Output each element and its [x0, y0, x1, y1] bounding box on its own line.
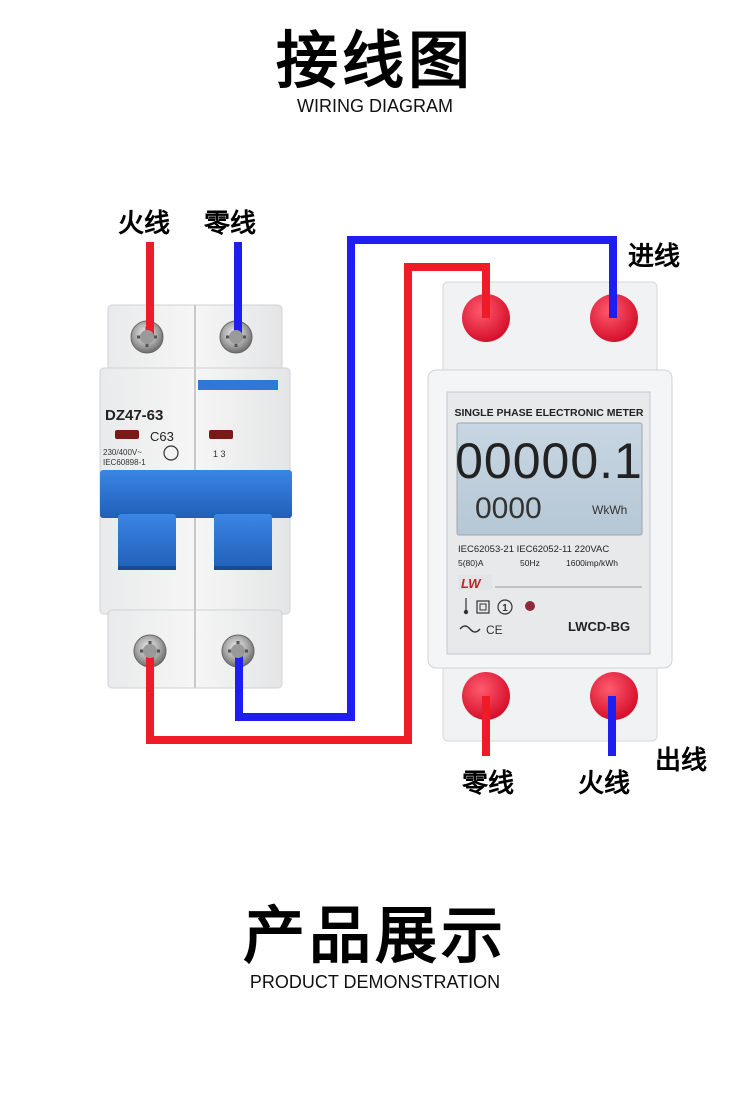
section-title: 产品展示 — [242, 899, 507, 972]
breaker-model: DZ47-63 — [105, 407, 163, 424]
meter-symbols: 1 CE — [459, 598, 535, 637]
breaker-pole-mark: 1 3 — [213, 449, 226, 459]
meter-input-label: 进线 — [628, 242, 681, 272]
energy-meter: SINGLE PHASE ELECTRONIC METER 00000.1 00… — [427, 281, 673, 742]
page-subtitle: WIRING DIAGRAM — [297, 96, 453, 116]
breaker-live-label: 火线 — [118, 209, 171, 239]
breaker-handle-right — [214, 514, 272, 570]
brand-logo-text: LW — [461, 576, 482, 591]
ce-mark: CE — [486, 623, 503, 637]
meter-spec-current: 5(80)A — [458, 558, 484, 568]
meter-spec-imp: 1600imp/kWh — [566, 558, 618, 568]
breaker-indicator-left — [115, 430, 139, 439]
meter-lcd — [456, 422, 643, 536]
ccc-icon — [163, 445, 179, 461]
meter-reading-main: 00000.1 — [455, 433, 643, 489]
breaker-rating: C63 — [150, 429, 174, 444]
meter-spec-freq: 50Hz — [520, 558, 540, 568]
meter-output-label: 出线 — [655, 746, 708, 776]
meter-model: LWCD-BG — [568, 619, 630, 634]
meter-unit: WkWh — [592, 503, 627, 517]
double-insulation-icon — [476, 600, 490, 614]
live-wire — [146, 263, 490, 744]
breaker-voltage: 230/400V~ — [103, 448, 142, 457]
class-icon — [497, 599, 513, 615]
brand-logo — [458, 575, 492, 590]
pulse-led-icon — [525, 601, 535, 611]
meter-reading-sub: 0000 — [475, 492, 542, 525]
breaker-standard: IEC60898-1 — [103, 458, 146, 467]
wiring-diagram: DZ47-63 C63 230/400V~ IEC60898-1 1 3 SIN… — [99, 236, 673, 756]
breaker-handle-left — [118, 514, 176, 570]
meter-spec-line1: IEC62053-21 IEC62052-11 220VAC — [458, 544, 609, 555]
page-title: 接线图 — [275, 24, 474, 97]
section-subtitle: PRODUCT DEMONSTRATION — [249, 972, 501, 992]
neutral-wire — [235, 236, 617, 721]
breaker-indicator-right — [209, 430, 233, 439]
neutral-stripe — [198, 380, 278, 390]
breaker-neutral-label: 零线 — [204, 209, 257, 239]
ac-wave-icon — [459, 625, 481, 633]
circuit-breaker: DZ47-63 C63 230/400V~ IEC60898-1 1 3 — [99, 304, 292, 689]
svg-text:1: 1 — [502, 603, 508, 614]
breaker-toggle-bar — [100, 470, 292, 518]
meter-live-out-label: 火线 — [578, 769, 631, 799]
meter-heading: SINGLE PHASE ELECTRONIC METER — [454, 407, 643, 419]
meter-neutral-out-label: 零线 — [462, 769, 515, 799]
